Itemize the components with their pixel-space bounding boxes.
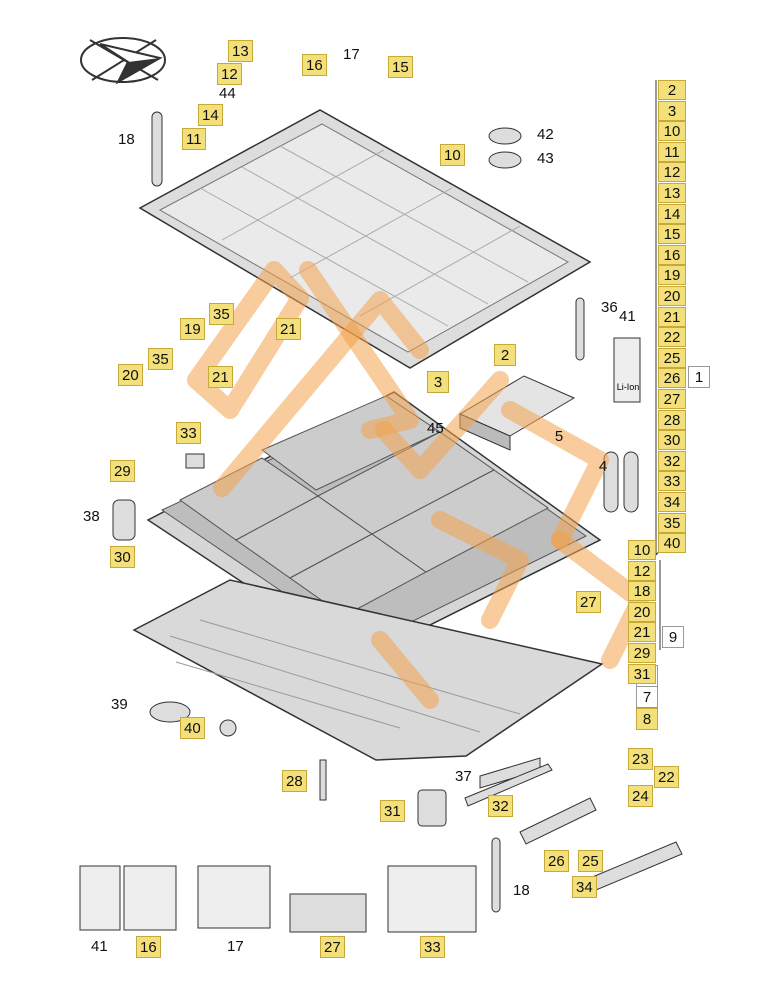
callout-10[interactable]: 10 — [440, 144, 465, 166]
callout-14[interactable]: 14 — [198, 104, 223, 126]
bracket-item[interactable]: 34 — [658, 492, 686, 512]
bracket-item[interactable]: 31 — [628, 663, 656, 684]
top-cover — [138, 109, 592, 369]
callout-35a[interactable]: 35 — [209, 303, 234, 325]
callout-41b[interactable]: 41 — [91, 938, 108, 955]
bracket-item[interactable]: 21 — [628, 622, 656, 643]
bracket-item[interactable]: 27 — [658, 389, 686, 409]
bracket-item[interactable]: 14 — [658, 203, 686, 224]
callout-1[interactable]: 1 — [688, 366, 710, 388]
callout-18[interactable]: 18 — [118, 131, 135, 148]
callout-42[interactable]: 42 — [537, 126, 554, 143]
callout-43[interactable]: 43 — [537, 150, 554, 167]
callout-2[interactable]: 2 — [494, 344, 516, 366]
bracket-item[interactable]: 18 — [628, 581, 656, 602]
bracket-item[interactable]: 15 — [658, 224, 686, 245]
bracket-item[interactable]: 12 — [658, 162, 686, 183]
callout-5[interactable]: 5 — [554, 428, 564, 445]
callout-30[interactable]: 30 — [110, 546, 135, 568]
watermark — [187, 261, 649, 709]
bracket-item[interactable]: 11 — [658, 141, 686, 162]
callout-12[interactable]: 12 — [217, 63, 242, 85]
callout-32[interactable]: 32 — [488, 795, 513, 817]
small-parts — [112, 111, 683, 913]
callout-29[interactable]: 29 — [110, 460, 135, 482]
bracket-item[interactable]: 32 — [658, 450, 686, 471]
bracket-item[interactable]: 35 — [658, 512, 686, 533]
callout-13[interactable]: 13 — [228, 40, 253, 62]
callout-25[interactable]: 25 — [578, 850, 603, 872]
callout-33b[interactable]: 33 — [420, 936, 445, 958]
callout-22[interactable]: 22 — [654, 766, 679, 788]
callout-19[interactable]: 19 — [180, 318, 205, 340]
decal-liion-label: Li-Ion — [616, 382, 640, 392]
callout-27b[interactable]: 27 — [320, 936, 345, 958]
callout-17b[interactable]: 17 — [227, 938, 244, 955]
callout-36[interactable]: 36 — [601, 299, 618, 316]
callout-45[interactable]: 45 — [427, 420, 444, 437]
bracket-item[interactable]: 28 — [658, 409, 686, 430]
callout-44[interactable]: 44 — [219, 85, 236, 102]
callout-17[interactable]: 17 — [343, 46, 360, 63]
callout-26[interactable]: 26 — [544, 850, 569, 872]
bracket-item[interactable]: 30 — [658, 430, 686, 451]
bracket-item[interactable]: 21 — [658, 306, 686, 327]
compass-logo — [80, 37, 166, 85]
bracket-item[interactable]: 29 — [628, 643, 656, 663]
callout-35b[interactable]: 35 — [148, 348, 173, 370]
callout-11[interactable]: 11 — [182, 128, 206, 150]
bracket-item[interactable]: 10 — [658, 121, 686, 142]
decals — [79, 337, 641, 933]
callout-18b[interactable]: 18 — [513, 882, 530, 899]
bracket-item[interactable]: 33 — [658, 471, 686, 492]
callout-16[interactable]: 16 — [302, 54, 327, 76]
callout-38[interactable]: 38 — [83, 508, 100, 525]
callout-21a[interactable]: 21 — [276, 318, 301, 340]
bracket-item[interactable]: 26 — [658, 368, 686, 389]
bracket-item[interactable]: 20 — [658, 286, 686, 306]
bracket-item[interactable]: 3 — [658, 100, 686, 121]
callout-31[interactable]: 31 — [380, 800, 405, 822]
callout-16b[interactable]: 16 — [136, 936, 161, 958]
callout-27a[interactable]: 27 — [576, 591, 601, 613]
bracket-item[interactable]: 2 — [658, 80, 686, 100]
bracket-item[interactable]: 40 — [658, 533, 686, 554]
callout-33a[interactable]: 33 — [176, 422, 201, 444]
callout-4[interactable]: 4 — [598, 458, 608, 475]
callout-28[interactable]: 28 — [282, 770, 307, 792]
callout-8[interactable]: 8 — [636, 708, 658, 730]
bracket-item[interactable]: 19 — [658, 265, 686, 286]
callout-15[interactable]: 15 — [388, 56, 413, 78]
bracket-item[interactable]: 12 — [628, 560, 656, 581]
callout-3[interactable]: 3 — [427, 371, 449, 393]
bottom-pan — [132, 579, 604, 761]
callout-9[interactable]: 9 — [662, 626, 684, 648]
callout-41a[interactable]: 41 — [619, 308, 636, 325]
callout-24[interactable]: 24 — [628, 785, 653, 807]
callout-7[interactable]: 7 — [636, 686, 658, 708]
callout-34[interactable]: 34 — [572, 876, 597, 898]
callout-21b[interactable]: 21 — [208, 366, 233, 388]
bracket-item[interactable]: 13 — [658, 183, 686, 203]
callout-39[interactable]: 39 — [111, 696, 128, 713]
bracket-item[interactable]: 10 — [628, 540, 656, 560]
bracket-item[interactable]: 20 — [628, 601, 656, 622]
callout-37[interactable]: 37 — [455, 768, 472, 785]
bracket-item[interactable]: 25 — [658, 347, 686, 368]
callout-40[interactable]: 40 — [180, 717, 205, 739]
callout-20[interactable]: 20 — [118, 364, 143, 386]
callout-23[interactable]: 23 — [628, 748, 653, 770]
bracket-item[interactable]: 16 — [658, 244, 686, 265]
bracket-item[interactable]: 22 — [658, 327, 686, 348]
